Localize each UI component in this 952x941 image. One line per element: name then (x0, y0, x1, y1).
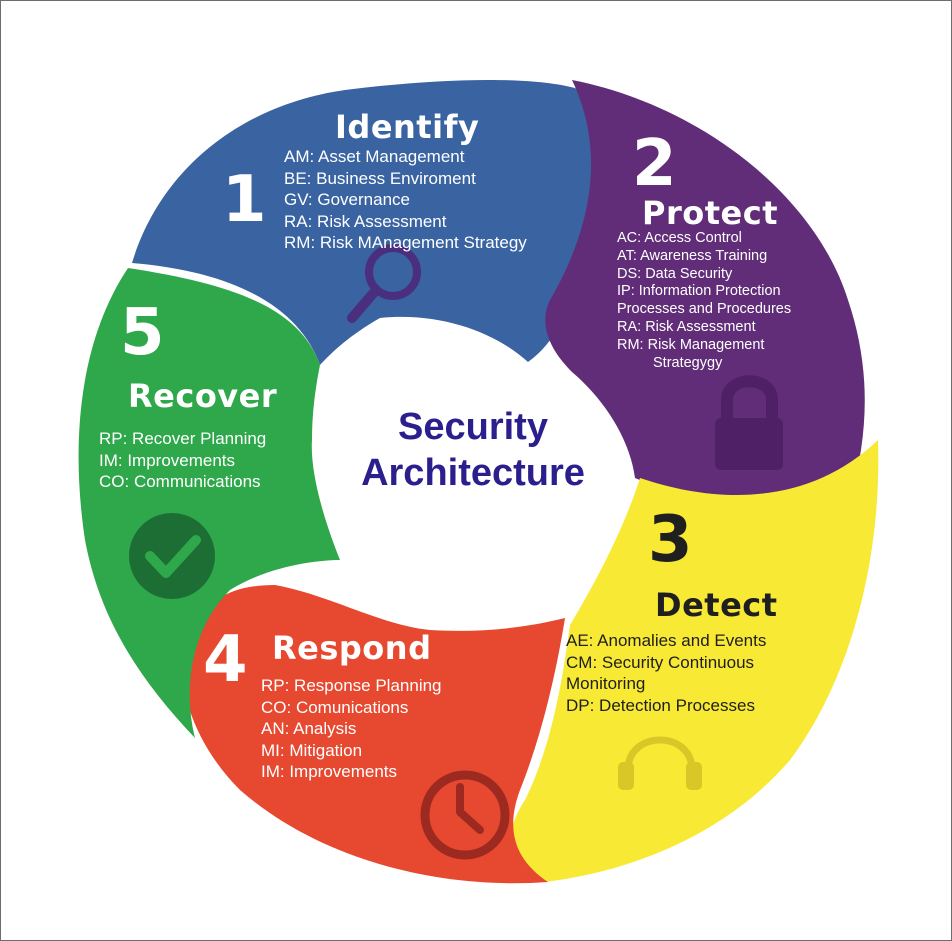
list-item: IM: Improvements (261, 762, 398, 781)
headphones-icon (618, 736, 702, 790)
respond-title: Respond (272, 629, 432, 667)
protect-items: AC: Access Control AT: Awareness Trainin… (617, 230, 791, 372)
list-item: RM: Risk MAnagement Strategy (284, 233, 527, 252)
protect-number: 2 (632, 127, 677, 201)
list-item: AC: Access Control (617, 230, 742, 246)
center-title: Security Architecture (318, 404, 628, 496)
identify-title: Identify (335, 108, 480, 146)
list-item: IP: Information Protection (617, 283, 781, 300)
list-item: IM: Improvements (99, 450, 236, 470)
respond-items: RP: Response Planning CO: Comunications … (261, 675, 442, 783)
list-item: AE: Anomalies and Events (566, 631, 767, 650)
list-item: RM: Risk Management (617, 336, 765, 353)
magnifier-icon (347, 244, 421, 323)
list-item: MI: Mitigation (261, 740, 363, 760)
list-item: Strategygy (653, 354, 723, 371)
list-item: BE: Business Enviroment (284, 168, 476, 188)
list-item: CO: Communications (99, 472, 261, 491)
list-item: AN: Analysis (261, 719, 357, 738)
list-item: RP: Recover Planning (99, 429, 267, 448)
checkmark-icon (129, 513, 215, 599)
protect-title: Protect (642, 194, 778, 232)
center-title-line1: Security (398, 406, 548, 448)
segment-protect-shape (545, 80, 865, 509)
segment-recover-shape (78, 268, 340, 738)
recover-title: Recover (128, 377, 278, 415)
list-item: AT: Awareness Training (617, 247, 768, 264)
list-item: RA: Risk Assessment (617, 318, 756, 335)
identify-items: AM: Asset Management BE: Business Enviro… (284, 146, 527, 254)
detect-items: AE: Anomalies and Events CM: Security Co… (566, 630, 766, 716)
recover-items: RP: Recover Planning IM: Improvements CO… (99, 428, 266, 493)
segment-identify-shape (132, 79, 602, 365)
segment-respond-shape (180, 585, 565, 884)
list-item: RA: Risk Assessment (284, 211, 447, 231)
list-item: CM: Security Continuous (566, 652, 755, 672)
respond-number: 4 (203, 623, 248, 697)
list-item: CO: Comunications (261, 697, 409, 717)
list-item: Monitoring (566, 674, 646, 693)
detect-title: Detect (655, 586, 778, 624)
padlock-icon (715, 375, 783, 470)
identify-number: 1 (222, 163, 267, 237)
list-item: DP: Detection Processes (566, 695, 755, 715)
segment-detect-shape (510, 440, 879, 882)
detect-number: 3 (648, 503, 693, 577)
clock-icon (420, 770, 510, 860)
list-item: DS: Data Security (617, 265, 733, 282)
recover-number: 5 (120, 296, 165, 370)
list-item: GV: Governance (284, 190, 410, 209)
list-item: AM: Asset Management (284, 147, 465, 166)
list-item: Processes and Procedures (617, 301, 792, 318)
list-item: RP: Response Planning (261, 676, 442, 695)
center-title-line2: Architecture (361, 452, 585, 494)
